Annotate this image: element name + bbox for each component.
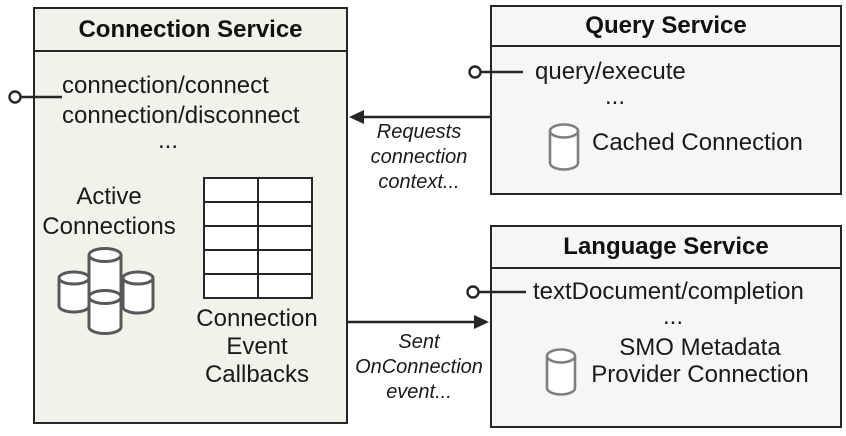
callback-table-cell [259,179,311,201]
sent-label-line2: OnConnection [355,356,483,378]
method-connection-connect: connection/connect [62,72,269,99]
callback-table-cell [205,179,257,201]
active-connections-cylinders-icon [57,247,155,335]
method-query-execute: query/execute [535,58,686,85]
smo-metadata-database-icon [545,348,577,396]
callback-table-cell [205,203,257,225]
query-service-methods: query/execute ... [535,57,695,110]
onconnection-event-arrow [348,315,489,329]
connection-service-box: Connection Service connection/connect co… [33,7,348,424]
caption-line3: Callbacks [204,361,310,388]
callback-table-cell [259,203,311,225]
method-connection-disconnect: connection/disconnect [62,102,300,129]
callback-table-cell [259,251,311,273]
smo-label-line2: Provider Connection [591,361,809,388]
callback-table-caption: Connection Event Callbacks [192,305,322,389]
sent-label-line3: event... [386,381,452,403]
requests-label-line3: context... [378,171,460,193]
requests-context-arrow-label: Requests connection context... [349,120,489,195]
active-connections-line1: Active [76,183,142,210]
active-connections-label: Active Connections [39,182,179,242]
callback-table-cell [205,275,257,297]
connection-service-title: Connection Service [35,9,346,52]
query-methods-ellipsis: ... [604,83,625,110]
caption-line2: Event [226,333,288,360]
active-connections-line2: Connections [42,213,176,240]
connection-service-methods: connection/connect connection/disconnect… [62,71,312,154]
cached-connection-label: Cached Connection [592,129,803,156]
language-service-box: Language Service textDocument/completion… [490,225,842,428]
smo-metadata-label: SMO Metadata Provider Connection [558,334,842,388]
language-service-title: Language Service [492,227,840,269]
callback-table-cell [205,227,257,249]
callback-table-cell [259,275,311,297]
requests-label-line2: connection [370,146,468,168]
callback-table-cell [205,251,257,273]
sent-label-line1: Sent [398,331,440,353]
callback-table [203,177,313,299]
query-service-title: Query Service [492,7,840,47]
language-service-methods: textDocument/completion ... [533,277,813,330]
requests-label-line1: Requests [376,121,462,143]
query-service-box: Query Service query/execute ... Cached C… [490,5,842,195]
onconnection-event-arrow-label: Sent OnConnection event... [349,330,489,405]
method-textdocument-completion: textDocument/completion [533,278,804,305]
caption-line1: Connection [196,305,318,332]
callback-table-cell [259,227,311,249]
language-methods-ellipsis: ... [662,303,683,330]
cached-connection-database-icon [548,123,580,171]
smo-label-line1: SMO Metadata [619,334,781,361]
methods-ellipsis: ... [157,127,178,154]
